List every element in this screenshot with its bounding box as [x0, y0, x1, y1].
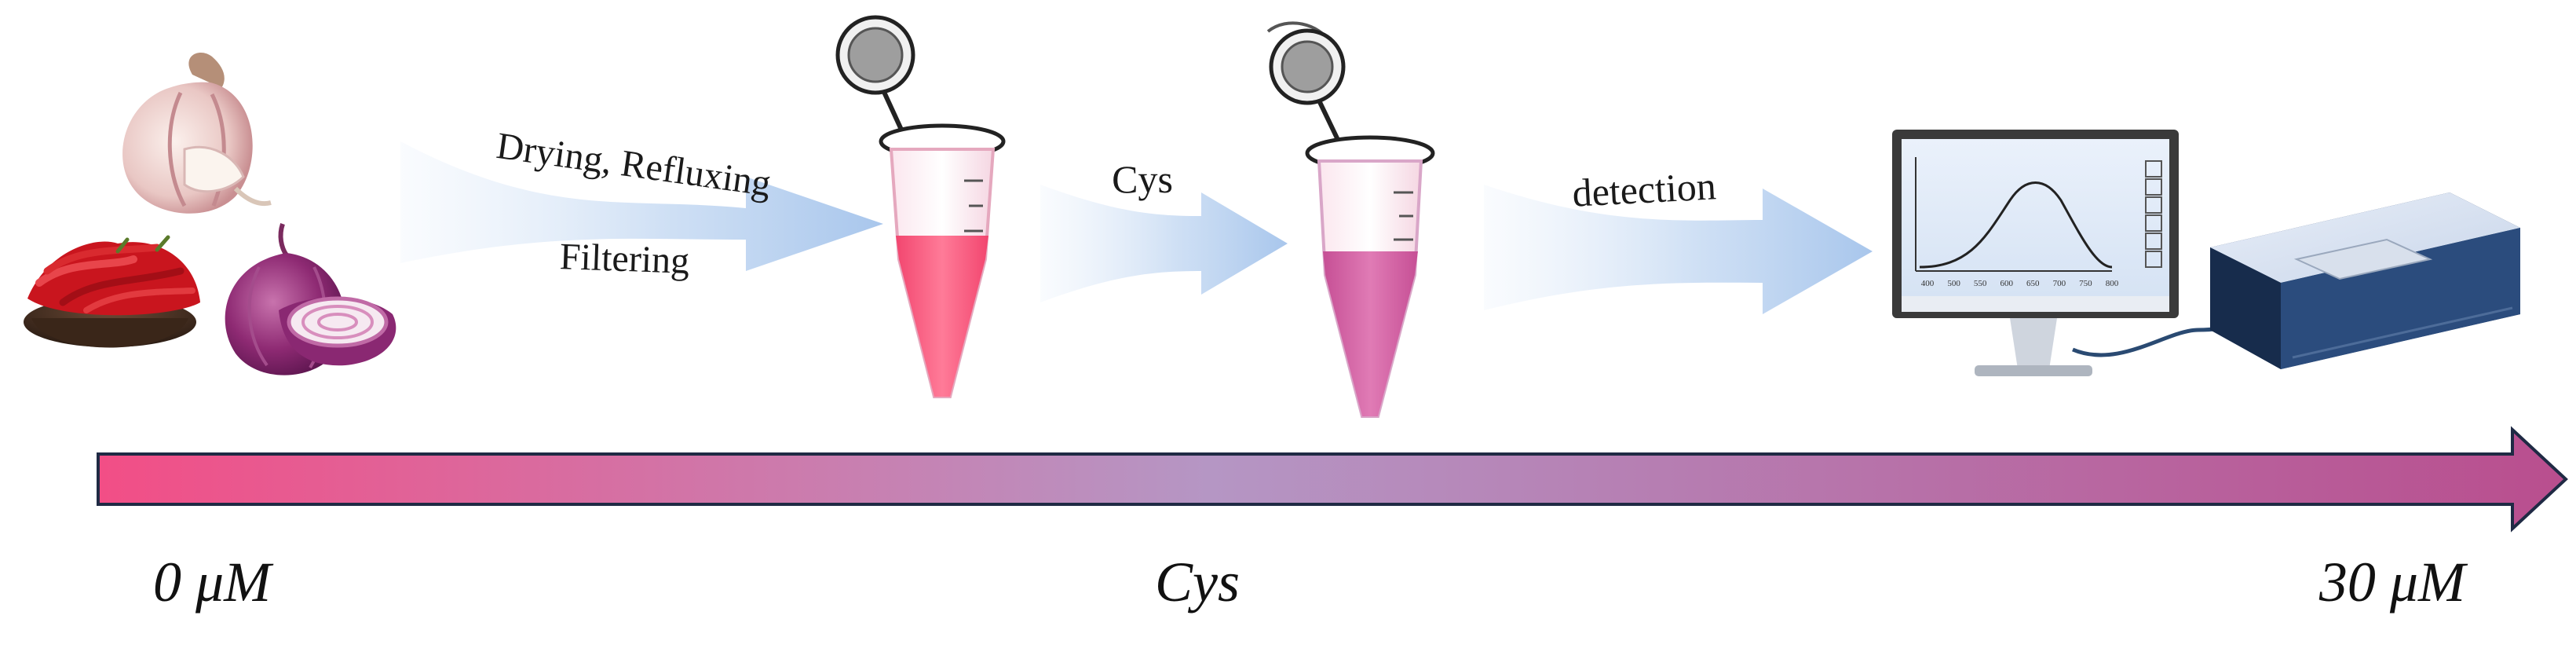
spectrum-tick-label: 650: [2026, 279, 2040, 288]
spectrum-tick-label: 550: [1974, 279, 1987, 288]
absorption-spectrum-curve: [1919, 181, 2113, 269]
concentration-start-label: 0 μM: [153, 551, 274, 614]
process-arrow-detection: [1484, 185, 1873, 314]
spectrum-tick-label: 800: [2106, 279, 2119, 288]
concentration-gradient-arrow: [97, 426, 2568, 533]
garlic-icon: [122, 52, 272, 214]
concentration-end-label: 30 μM: [2318, 551, 2468, 614]
computer-monitor-icon: 400 500 550 600 650 700 750 800: [1892, 130, 2179, 376]
sidebar-legend-boxes: [2145, 160, 2162, 268]
step-label-detection: detection: [1571, 163, 1717, 215]
spectrophotometer-icon: [2210, 192, 2520, 369]
chili-peppers-icon: [24, 235, 200, 348]
concentration-axis-label: Cys: [1155, 551, 1240, 614]
spectrum-tick-label: 700: [2053, 279, 2066, 288]
spectrum-tick-label: 750: [2079, 279, 2092, 288]
process-arrow-cys-addition: [1040, 185, 1288, 302]
tube-liquid-2: [1323, 251, 1418, 416]
spectrum-tick-label: 500: [1947, 279, 1960, 288]
process-arrow-extraction: [400, 141, 883, 271]
microcentrifuge-tube-icon: [1266, 21, 1435, 418]
step-label-cys: Cys: [1112, 157, 1173, 201]
step-label-filtering: Filtering: [559, 236, 690, 282]
microcentrifuge-tube-icon: [835, 15, 1006, 398]
spectrum-tick-labels: 400 500 550 600 650 700 750 800: [1921, 279, 2119, 288]
red-onion-icon: [225, 223, 396, 375]
spectrum-tick-label: 600: [2000, 279, 2013, 288]
spectrum-tick-label: 400: [1921, 279, 1935, 288]
tube-liquid-1: [896, 236, 988, 397]
